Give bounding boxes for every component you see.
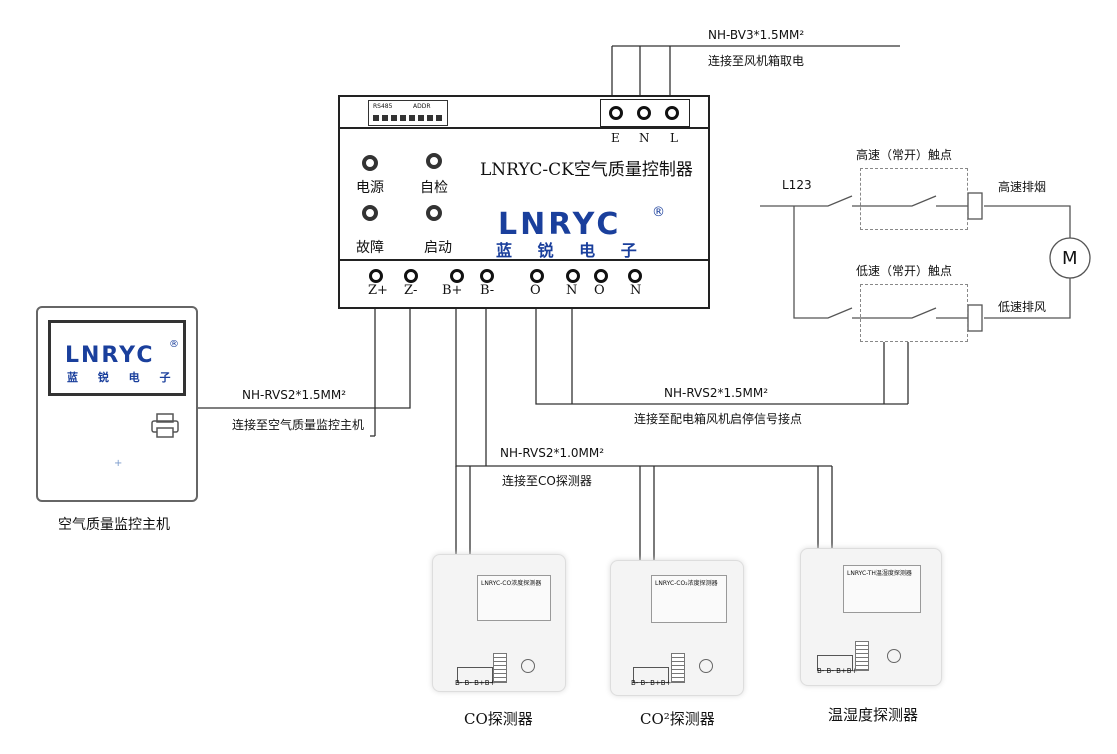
terminal-n1[interactable] — [566, 269, 580, 283]
fault-led-label: 故障 — [356, 240, 384, 256]
controller-logo-cn: 蓝 锐 电 子 — [496, 241, 647, 260]
host-logo: LNRYC — [65, 343, 155, 368]
co-sensor-plate-title: LNRYC-CO浓度探测器 — [481, 580, 542, 587]
high-contact-label: 高速（常开）触点 — [856, 148, 953, 162]
host-screen: LNRYC ® 蓝 锐 电 子 — [48, 320, 186, 396]
power-led-label: 电源 — [356, 180, 384, 196]
co2-sensor-plate-title: LNRYC-CO₂浓度探测器 — [655, 580, 718, 587]
terminal-o2[interactable] — [594, 269, 608, 283]
co-sensor-plate: LNRYC-CO浓度探测器 — [477, 575, 551, 621]
selftest-led-label: 自检 — [420, 180, 448, 196]
th-sensor-terminal-label: B- B- B+B+ — [817, 667, 858, 675]
signal-cable-note: 连接至配电箱风机启停信号接点 — [634, 412, 803, 426]
relay-input-label: L123 — [782, 178, 812, 192]
co-sensor-hole — [521, 659, 535, 673]
terminal-o1[interactable] — [530, 269, 544, 283]
power-cable-note: 连接至风机箱取电 — [708, 54, 805, 68]
power-led — [362, 155, 378, 171]
controller-logo-reg: ® — [652, 205, 665, 220]
controller-top-bar: RS485 ADDR — [340, 97, 708, 129]
temp-humidity-sensor: LNRYC-TH温湿度探测器 B- B- B+B+ — [800, 548, 942, 686]
low-output-label: 低速排风 — [998, 300, 1047, 314]
start-led-label: 启动 — [424, 240, 452, 256]
host-caption: 空气质量监控主机 — [58, 517, 170, 533]
th-sensor-plate-title: LNRYC-TH温湿度探测器 — [847, 570, 912, 577]
power-cable-spec: NH-BV3*1.5MM² — [708, 28, 805, 42]
co2-sensor-plate: LNRYC-CO₂浓度探测器 — [651, 575, 727, 623]
terminal-zminus[interactable] — [404, 269, 418, 283]
monitoring-host: LNRYC ® 蓝 锐 电 子 + — [36, 306, 198, 502]
host-indicator: + — [114, 458, 123, 469]
th-sensor-dip — [855, 641, 869, 671]
co2-sensor-hole — [699, 659, 713, 673]
label-o1: O — [530, 283, 541, 298]
terminal-bminus[interactable] — [480, 269, 494, 283]
label-bminus: B- — [480, 283, 495, 298]
printer-icon — [150, 412, 180, 442]
controller-title: LNRYC-CK空气质量控制器 — [480, 160, 693, 180]
co2-sensor-caption: CO²探测器 — [640, 710, 715, 728]
high-contact-box — [860, 168, 968, 230]
co-sensor-caption: CO探测器 — [464, 710, 533, 728]
terminal-n2[interactable] — [628, 269, 642, 283]
sensor-cable-note: 连接至CO探测器 — [502, 474, 592, 488]
motor-symbol: M — [1062, 248, 1078, 269]
co-sensor: LNRYC-CO浓度探测器 B- B- B+B+ — [432, 554, 566, 692]
label-zplus: Z+ — [368, 283, 388, 298]
co-sensor-terminal-block — [457, 667, 493, 683]
relay-schematic — [760, 192, 1091, 332]
th-sensor-plate: LNRYC-TH温湿度探测器 — [843, 565, 921, 613]
co2-sensor-terminal-block — [633, 667, 669, 683]
label-o2: O — [594, 283, 605, 298]
terminal-l[interactable] — [665, 106, 679, 120]
high-output-label: 高速排烟 — [998, 180, 1047, 194]
co-sensor-dip — [493, 653, 507, 683]
host-cable-spec: NH-RVS2*1.5MM² — [242, 388, 347, 402]
signal-wire-o — [535, 300, 908, 405]
controller-logo: LNRYC — [498, 207, 622, 242]
terminal-label-e: E — [611, 131, 620, 145]
terminal-zplus[interactable] — [369, 269, 383, 283]
terminal-n[interactable] — [637, 106, 651, 120]
selftest-led — [426, 153, 442, 169]
dip-label-rs485: RS485 — [373, 103, 393, 110]
dip-label-addr: ADDR — [413, 103, 431, 110]
label-n2: N — [630, 283, 642, 298]
terminal-label-n: N — [639, 131, 650, 145]
th-sensor-caption: 温湿度探测器 — [828, 706, 919, 724]
host-logo-reg: ® — [169, 339, 179, 350]
co-sensor-terminal-label: B- B- B+B+ — [455, 679, 496, 687]
co2-sensor: LNRYC-CO₂浓度探测器 B- B- B+B+ — [610, 560, 744, 696]
sensor-cable-spec: NH-RVS2*1.0MM² — [500, 446, 605, 460]
low-contact-box — [860, 284, 968, 342]
low-contact-label: 低速（常开）触点 — [856, 264, 953, 278]
relay-panel: 高速（常开）触点 L123 高速排烟 低速（常开）触点 低速排风 M — [760, 140, 1100, 350]
label-n1: N — [566, 283, 578, 298]
host-cable-note: 连接至空气质量监控主机 — [232, 418, 365, 432]
controller-bottom-bar: Z+ Z- B+ B- O N O N — [340, 259, 708, 307]
host-logo-cn: 蓝 锐 电 子 — [67, 371, 179, 384]
terminal-label-l: L — [670, 131, 678, 145]
label-bplus: B+ — [442, 283, 463, 298]
zminus-wire — [198, 300, 411, 409]
air-quality-controller: RS485 ADDR E N L 电源 自检 故障 启动 LNRYC-CK空气质… — [338, 95, 710, 309]
terminal-e[interactable] — [609, 106, 623, 120]
power-terminal-block — [600, 99, 690, 127]
th-sensor-hole — [887, 649, 901, 663]
signal-cable-spec: NH-RVS2*1.5MM² — [664, 386, 769, 400]
start-led — [426, 205, 442, 221]
fault-led — [362, 205, 378, 221]
co2-sensor-dip — [671, 653, 685, 683]
terminal-bplus[interactable] — [450, 269, 464, 283]
co2-sensor-terminal-label: B- B- B+B+ — [631, 679, 672, 687]
th-sensor-terminal-block — [817, 655, 853, 671]
label-zminus: Z- — [404, 283, 418, 298]
dip-switch[interactable]: RS485 ADDR — [368, 100, 448, 126]
